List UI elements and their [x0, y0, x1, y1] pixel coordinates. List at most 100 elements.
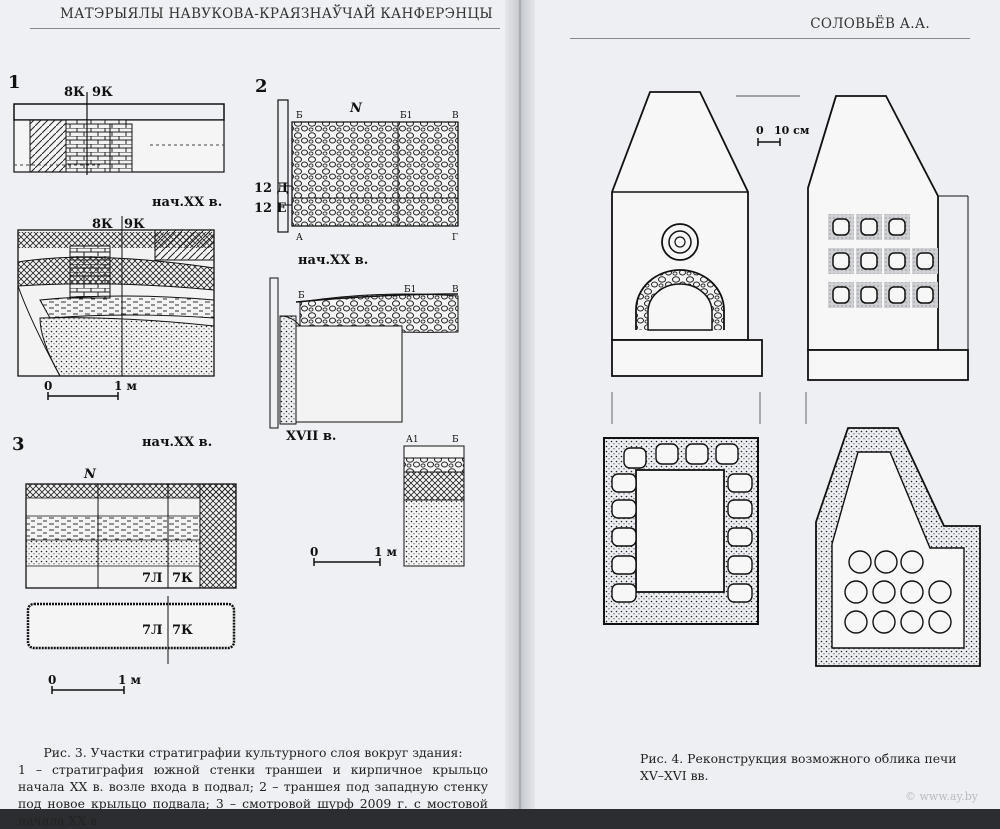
fig3-label-7k: 7К [172, 571, 193, 586]
fig3-label-7l: 7Л [142, 571, 163, 586]
stove-pot [727, 499, 753, 519]
stove-pot [611, 473, 637, 493]
fig2-row-12e: 12 Е [254, 201, 287, 216]
fig1-main-section [17, 216, 215, 377]
fig3-plan-label-7k: 7К [172, 623, 193, 638]
stove-tile-face [860, 286, 878, 304]
fig2-section-b: Б [298, 291, 305, 301]
fig1-number: 1 [8, 72, 21, 93]
stove-pot [611, 583, 637, 603]
stove-hole [928, 610, 952, 634]
stove-pot [611, 499, 637, 519]
left-running-header: МАТЭРЫЯЛЫ НАВУКОВА-КРАЯЗНАЎЧАЙ КАНФЕРЭНЦ… [60, 6, 493, 22]
fig1-label-9k-mid: 9К [124, 217, 145, 232]
stove-tile-face [888, 218, 906, 236]
stove-hole [844, 610, 868, 634]
fig2-corner-g: Г [452, 233, 458, 243]
stove-scale-zero: 0 [756, 124, 764, 137]
stove-pot [685, 443, 709, 465]
stove-tile-face [860, 218, 878, 236]
right-running-header: СОЛОВЬЁВ А.А. [810, 16, 930, 32]
fig2-section [269, 277, 459, 429]
fig1-scale-zero: 0 [44, 379, 52, 393]
stove-pot [611, 527, 637, 547]
stove-tile-face [832, 218, 850, 236]
watermark: © www.ay.by [905, 790, 979, 803]
stove-tile-face [916, 252, 934, 270]
stove-tile-face [860, 252, 878, 270]
fig2-section-v: В [452, 285, 459, 295]
stratigraphy-column [403, 445, 465, 567]
figure-drawings: 1 2 3 8К 9К 8К 9К нач.XX в. 0 1 м N Б Б1… [8, 72, 981, 803]
stove-section-view [815, 427, 981, 667]
stove-scale-bar [757, 138, 781, 146]
fig1-note: нач.XX в. [152, 195, 222, 210]
fig2-note: нач.XX в. [298, 253, 368, 268]
fig2-corner-v: В [452, 111, 459, 121]
fig3-scale-bar [51, 686, 125, 694]
column-scale-bar [313, 558, 381, 566]
fig3-section [25, 483, 237, 589]
fig3-number: 3 [12, 434, 25, 455]
fig2-plan [277, 99, 459, 233]
stove-pot [727, 473, 753, 493]
book-gutter [505, 0, 535, 809]
fig2-corner-b: Б [296, 111, 303, 121]
stove-pot [655, 443, 679, 465]
column-scale-unit: 1 м [374, 545, 398, 559]
figure-3-caption-title: Рис. 3. Участки стратиграфии культурного… [43, 745, 463, 760]
fig2-section-b1: Б1 [404, 285, 416, 295]
fig3-plan [26, 596, 236, 664]
stove-hole [874, 550, 898, 574]
stove-tile-face [916, 286, 934, 304]
stove-front-view [611, 91, 763, 377]
stove-scale-unit: 10 см [774, 124, 810, 137]
fig2-row-12d: 12 Д [254, 181, 288, 196]
stove-hole [900, 550, 924, 574]
fig2-corner-a: А [296, 233, 303, 243]
figure-4-caption: Рис. 4. Реконструкция возможного облика … [640, 751, 957, 783]
stove-pot [715, 443, 739, 465]
fig1-scale-unit: 1 м [114, 379, 138, 393]
stove-pot [727, 527, 753, 547]
right-header-rule [570, 38, 970, 39]
fig3-plan-label-7l: 7Л [142, 623, 163, 638]
stove-pot [611, 555, 637, 575]
fig3-note: нач.XX в. [142, 435, 212, 450]
projection-lines [611, 95, 807, 424]
column-label-b: Б [452, 435, 459, 445]
fig1-scale-bar [47, 392, 119, 400]
fig1-label-8k-top: 8К [64, 85, 85, 100]
stove-tile-face [888, 286, 906, 304]
stove-hole [872, 610, 896, 634]
stove-tile-face [832, 252, 850, 270]
fig2-bottom-note: XVII в. [286, 429, 336, 444]
stove-hole [900, 580, 924, 604]
column-label-a1: А1 [406, 435, 419, 445]
stove-tile-face [832, 286, 850, 304]
fig3-north: N [83, 467, 97, 482]
stove-hole [848, 550, 872, 574]
fig1-label-8k-mid: 8К [92, 217, 113, 232]
figure-3-caption-body: 1 – стратиграфия южной стенки траншеи и … [18, 762, 488, 828]
figure-3-caption: Рис. 3. Участки стратиграфии культурного… [18, 744, 488, 829]
column-scale-zero: 0 [310, 545, 318, 559]
stove-pot [727, 555, 753, 575]
stove-plan-view [603, 437, 759, 625]
fig3-scale-zero: 0 [48, 673, 56, 687]
stove-side-view [807, 95, 969, 381]
stove-pot [727, 583, 753, 603]
left-header-rule [30, 28, 500, 29]
fig2-corner-b1: Б1 [400, 111, 412, 121]
fig2-number: 2 [255, 76, 268, 97]
stove-hole [928, 580, 952, 604]
stove-hole [900, 610, 924, 634]
fig1-label-9k-top: 9К [92, 85, 113, 100]
stove-tile-face [888, 252, 906, 270]
stove-hole [844, 580, 868, 604]
fig1-top-section [13, 92, 225, 175]
stove-hole [872, 580, 896, 604]
stove-pot [623, 447, 647, 469]
fig3-scale-unit: 1 м [118, 673, 142, 687]
fig2-north: N [349, 101, 363, 116]
